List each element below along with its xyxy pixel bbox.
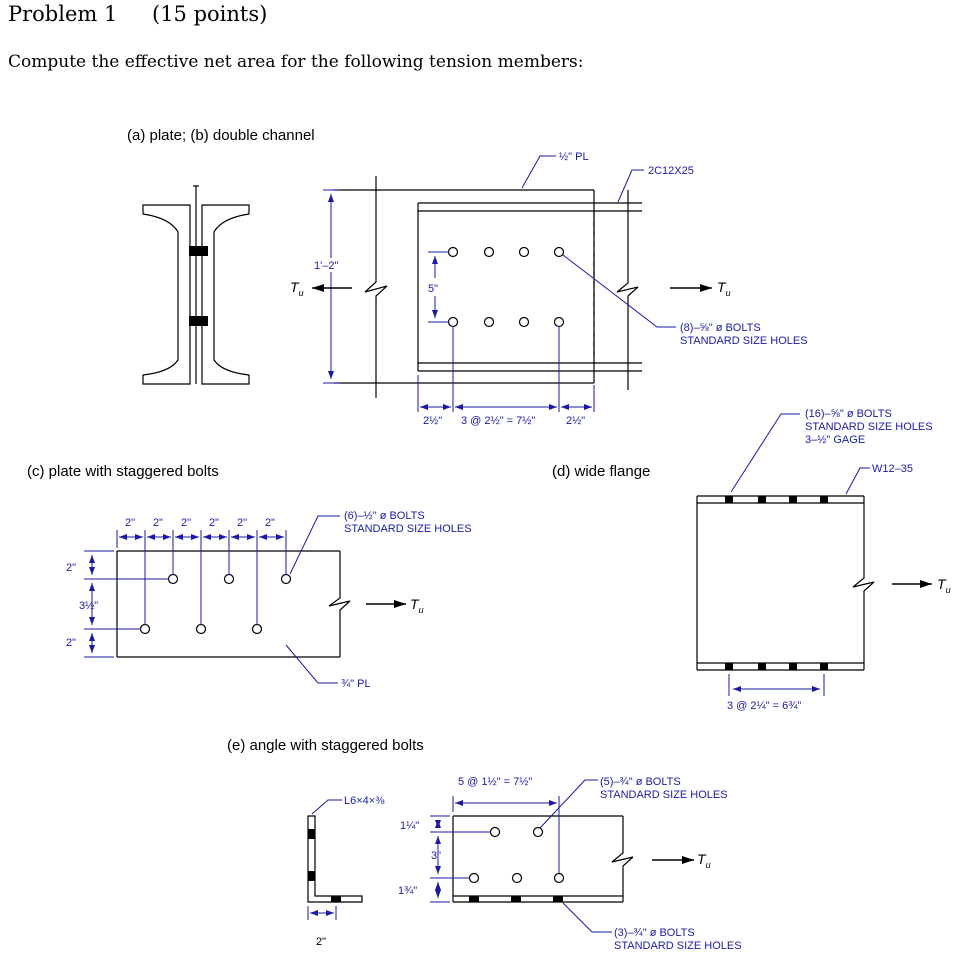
bolt-hole: [483, 316, 495, 328]
pitch-label-c: 2": [125, 517, 135, 529]
angle-elevation-e: [452, 815, 634, 903]
bolt-note-c-2: STANDARD SIZE HOLES: [344, 523, 472, 535]
dim-left-ab: 2½": [423, 415, 442, 427]
load-label-d: Tu: [937, 576, 951, 595]
pitch-label-c: 2": [153, 517, 163, 529]
edge-top-c: 2": [66, 562, 76, 574]
part-e-title: (e) angle with staggered bolts: [227, 737, 424, 754]
bolt-hole-mark: [189, 316, 208, 326]
bolt-hole: [447, 316, 459, 328]
bolt-hole-mark: [308, 871, 315, 881]
angle-label-e: L6×4×⅜: [344, 795, 385, 807]
bolt-hole: [553, 316, 565, 328]
bolt-hole: [468, 872, 480, 884]
dim-mid-ab: 3 @ 2½" = 7½": [461, 415, 535, 427]
bolt-hole: [195, 623, 207, 635]
bolt-hole: [511, 872, 523, 884]
angle-section-e: [307, 815, 363, 903]
bolt-note-d-3: 3–½" GAGE: [805, 434, 865, 446]
problem-instruction: Compute the effective net area for the f…: [8, 52, 583, 72]
bolt-note-ab-1: (8)–⅝" ø BOLTS: [680, 322, 761, 334]
bolt-holes-c: [139, 573, 292, 635]
part-d-title: (d) wide flange: [552, 463, 650, 480]
bolt-note-c-1: (6)–½" ø BOLTS: [344, 510, 425, 522]
spacing-dim-d: 3 @ 2¼" = 6¾": [727, 700, 801, 712]
bolt-hole: [489, 826, 501, 838]
bolt-note-e2-1: (3)–¾" ø BOLTS: [614, 927, 695, 939]
edge-top-e: 1¼": [400, 820, 419, 832]
bolt-hole: [553, 246, 565, 258]
dimensions-d: [728, 413, 870, 696]
bolt-hole: [518, 246, 530, 258]
pitch-label-c: 2": [181, 517, 191, 529]
dimensions-c: [84, 515, 340, 684]
channel-label-ab: 2C12X25: [648, 165, 694, 177]
problem-title: Problem 1: [8, 2, 117, 26]
bolt-marks-d: [725, 496, 828, 670]
edge-bottom-e: 1¾": [398, 885, 417, 897]
load-label-right-ab: Tu: [717, 279, 731, 298]
bolt-note-d-1: (16)–⅝" ø BOLTS: [805, 408, 892, 420]
bolt-note-e-2: STANDARD SIZE HOLES: [600, 789, 728, 801]
bolt-note-ab-2: STANDARD SIZE HOLES: [680, 335, 808, 347]
pitch-dim-e: 5 @ 1½" = 7½": [458, 776, 532, 788]
channel-b: [417, 190, 642, 390]
wide-flange-d: [696, 495, 875, 671]
pitch-label-c: 2": [209, 517, 219, 529]
load-label-left-ab: Tu: [290, 279, 304, 298]
bolt-hole-mark: [331, 896, 341, 902]
pitch-label-c: 2": [265, 517, 275, 529]
plate-a: [334, 176, 595, 398]
bolt-hole: [447, 246, 459, 258]
problem-points: (15 points): [152, 2, 267, 26]
bolt-hole: [251, 623, 263, 635]
bolt-holes-ab: [447, 246, 565, 328]
bolt-hole-mark: [189, 246, 208, 256]
bolt-hole: [139, 623, 151, 635]
bolt-note-e2-2: STANDARD SIZE HOLES: [614, 940, 742, 952]
bolt-marks-e: [469, 896, 563, 902]
bolt-note-d-2: STANDARD SIZE HOLES: [805, 421, 933, 433]
leg-dim-e: 2": [316, 936, 326, 948]
part-c-title: (c) plate with staggered bolts: [27, 463, 219, 480]
bolt-hole: [280, 573, 292, 585]
bolt-hole: [532, 826, 544, 838]
dimensions-ab: [323, 155, 676, 412]
plate-label-c: ¾" PL: [341, 678, 371, 690]
part-ab-title: (a) plate; (b) double channel: [127, 127, 315, 144]
height-dim-ab: 1'–2": [314, 260, 338, 272]
gage-c: 3½": [79, 600, 98, 612]
bolt-holes-e: [468, 826, 565, 884]
bolt-hole: [167, 573, 179, 585]
pitch-label-c: 2": [237, 517, 247, 529]
plate-c: [116, 550, 351, 658]
spacing-dim-ab: 5": [428, 283, 438, 295]
bolt-hole: [553, 872, 565, 884]
dim-right-ab: 2½": [566, 415, 585, 427]
gage-e: 3": [431, 850, 441, 862]
load-label-e: Tu: [697, 851, 711, 870]
dimensions-e: [307, 779, 612, 933]
bolt-hole-mark: [308, 829, 315, 839]
bolt-hole: [483, 246, 495, 258]
bolt-note-e-1: (5)–¾" ø BOLTS: [600, 776, 681, 788]
double-channel-section: [142, 185, 250, 385]
section-label-d: W12–35: [872, 463, 913, 475]
bolt-hole: [223, 573, 235, 585]
plate-label-ab: ½" PL: [559, 151, 589, 163]
load-label-c: Tu: [410, 596, 424, 615]
bolt-hole: [518, 316, 530, 328]
edge-bottom-c: 2": [66, 637, 76, 649]
